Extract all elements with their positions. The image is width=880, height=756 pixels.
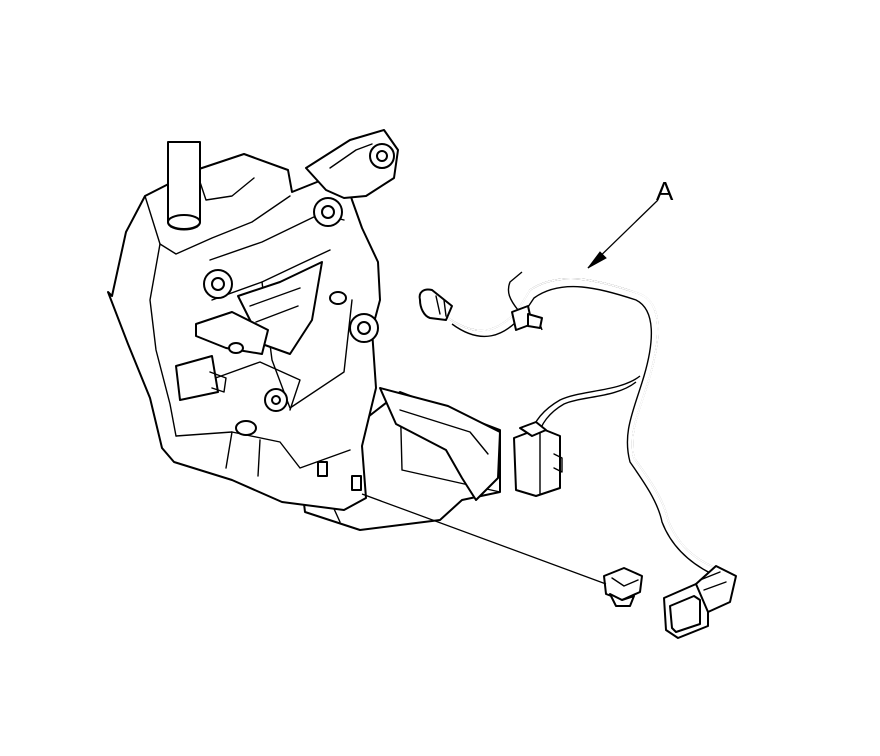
bulb-socket (418, 288, 453, 321)
relay-module (513, 421, 563, 497)
callout-a-label: A (656, 176, 674, 206)
alignment-leader (361, 493, 607, 585)
wire-harness (447, 271, 717, 575)
harness-connector (663, 565, 737, 639)
shift-lever-assembly (107, 129, 501, 531)
mounting-clip (603, 567, 643, 607)
inline-connector (511, 305, 543, 331)
callout-a: A (587, 176, 674, 269)
